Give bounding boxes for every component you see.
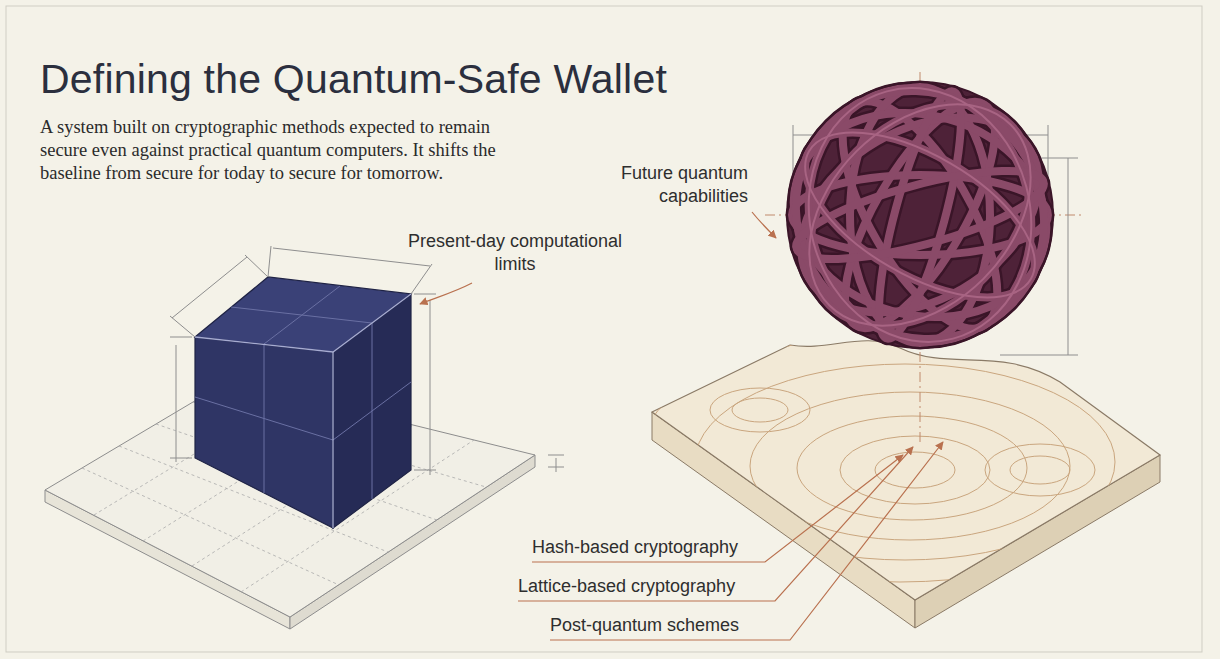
terrain-part-part	[985, 444, 1095, 496]
cube-part	[195, 294, 411, 528]
quantum-sphere-part-part	[766, 61, 1074, 369]
quantum-sphere-part	[787, 82, 1053, 348]
cube-part-part	[195, 294, 411, 352]
leader-lines-part	[420, 283, 472, 304]
quantum-sphere-part-part	[745, 40, 1096, 391]
terrain-part-part	[695, 364, 1115, 560]
quantum-sphere-part-part-part	[745, 40, 1096, 391]
dimension-lines-part	[170, 337, 192, 338]
dimension-lines-part	[273, 248, 430, 266]
quantum-sphere	[745, 40, 1096, 391]
page-title: Defining the Quantum-Safe Wallet	[40, 56, 667, 103]
cube	[195, 277, 411, 528]
leader-lines	[420, 212, 943, 640]
sphere-dimensions-part	[1068, 158, 1069, 355]
terrain-part-part	[1010, 456, 1070, 484]
quantum-sphere-part-part-part	[781, 63, 1060, 367]
dimension-lines-part	[245, 255, 268, 277]
dimension-lines-part	[414, 294, 436, 295]
dimension-lines-part	[170, 316, 195, 337]
dimension-lines-part	[176, 345, 177, 462]
callout-label: Hash-based cryptography	[532, 536, 772, 559]
sphere-dimensions-part	[1000, 355, 1078, 356]
cube-part	[195, 286, 411, 499]
leader-lines-part	[752, 212, 776, 238]
quantum-sphere-part-part-part	[766, 61, 1074, 369]
cube-part-part	[195, 397, 333, 440]
dimension-lines-part	[411, 264, 432, 294]
dimension-lines-part	[172, 257, 247, 318]
cube-part-part	[332, 352, 333, 528]
cube-part	[195, 277, 411, 352]
callout-label: Lattice-based cryptography	[518, 575, 778, 598]
quantum-sphere-part-part-part	[863, 85, 978, 345]
callout-label: Present-day computational limits	[405, 230, 625, 276]
callout-label: Post-quantum schemes	[550, 614, 790, 637]
quantum-sphere-part-part-part	[745, 40, 1096, 391]
quantum-sphere-part-part-part	[766, 61, 1074, 369]
dimension-lines-part	[430, 300, 431, 475]
terrain-part-part	[797, 416, 1027, 520]
terrain-part-part	[732, 398, 788, 422]
page-frame	[6, 6, 1202, 652]
leader-lines-part	[518, 447, 913, 601]
leader-lines-part	[532, 455, 903, 562]
dimension-lines-part	[548, 455, 564, 456]
terrain-part	[652, 341, 1160, 600]
dimension-lines	[170, 246, 564, 475]
quantum-sphere-part-part-part	[766, 61, 1074, 369]
quantum-sphere-part-part	[745, 40, 1096, 391]
cube-part-part	[333, 382, 411, 440]
quantum-sphere-part	[745, 40, 1096, 391]
terrain-part-part	[840, 436, 990, 504]
intro-text: A system built on cryptographic methods …	[40, 116, 520, 185]
dimension-lines-part	[556, 458, 557, 472]
dimension-lines-part	[414, 470, 436, 471]
cube-part	[195, 337, 333, 528]
dimension-lines-part	[268, 246, 271, 277]
terrain-part-part	[875, 452, 955, 488]
dimension-lines-part	[170, 458, 192, 459]
callout-label: Future quantum capabilities	[596, 162, 748, 208]
terrain-part-part	[710, 388, 810, 432]
dimension-lines-part	[548, 467, 564, 468]
terrain-part-part	[750, 392, 1070, 540]
cube-part-part	[264, 286, 340, 344]
